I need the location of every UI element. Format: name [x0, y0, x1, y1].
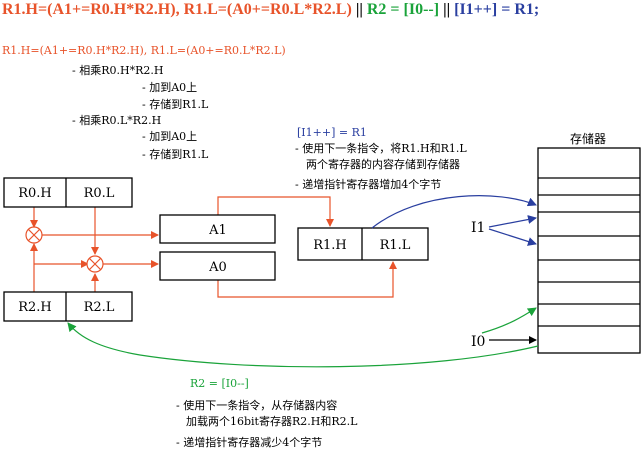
mac-header: R1.H=(A1+=R0.H*R2.H), R1.L=(A0+=R0.L*R2.…: [2, 44, 286, 57]
memory-label: 存储器: [570, 131, 606, 146]
title-load-part: R2 = [I0--]: [366, 1, 440, 18]
wire-a1-to-r1h: [217, 196, 334, 227]
load-note-line: - 递增指针寄存器减少4个字节: [176, 436, 323, 449]
register-r0h-label: R0.H: [18, 186, 52, 201]
memory-block: [537, 147, 641, 354]
mac-step-add: - 加到A0上: [142, 130, 198, 143]
title-separator: ||: [351, 1, 367, 18]
multiplier-2: [86, 255, 104, 273]
multiplier-1: [25, 226, 43, 244]
register-r1h-label: R1.H: [313, 238, 347, 253]
pointer-i0-label: I0: [471, 334, 485, 350]
arrow-i1-to-memory: [488, 215, 537, 228]
arrow-i1-to-memory: [488, 228, 537, 246]
mac-step-store: - 存储到R1.L: [142, 148, 209, 161]
store-note-header: [I1++] = R1: [297, 126, 367, 139]
arrow-memory-to-r2: [67, 322, 539, 368]
load-note-line: 加载两个16bit寄存器R2.H和R2.L: [186, 415, 358, 428]
arrow-memory-to-i0: [481, 307, 537, 334]
pointer-i1-label: I1: [471, 220, 485, 236]
register-r0l-label: R0.L: [84, 186, 115, 201]
register-r0: [3, 177, 133, 208]
mac-step-store: - 存储到R1.L: [142, 98, 209, 111]
mac-step-multiply-high: - 相乘R0.H*R2.H: [72, 64, 164, 77]
page-title: R1.H=(A1+=R0.H*R2.H), R1.L=(A0+=R0.L*R2.…: [2, 1, 539, 19]
title-mac-part: R1.H=(A1+=R0.H*R2.H), R1.L=(A0+=R0.L*R2.…: [2, 1, 352, 18]
store-note-line: - 使用下一条指令，将R1.H和R1.L: [295, 142, 467, 155]
mac-step-add: - 加到A0上: [142, 81, 198, 94]
title-store-part: [I1++] = R1;: [454, 1, 540, 18]
register-r2: [3, 291, 133, 322]
accumulator-a1: [159, 214, 276, 244]
accumulator-a0: [159, 251, 276, 281]
register-r2h-label: R2.H: [18, 300, 52, 315]
load-note-line: - 使用下一条指令，从存储器内容: [176, 399, 338, 412]
wire-a0-to-r1l: [217, 261, 397, 298]
register-r1l-label: R1.L: [380, 238, 411, 253]
title-separator: ||: [439, 1, 455, 18]
mac-step-multiply-low: - 相乘R0.L*R2.H: [72, 114, 162, 127]
store-note-line: - 递增指针寄存器增加4个字节: [295, 178, 442, 191]
register-r1: [297, 227, 429, 261]
load-note-header: R2 = [I0--]: [190, 377, 249, 390]
accumulator-a0-label: A0: [208, 260, 227, 275]
store-note-line: 两个寄存器的内容存储到存储器: [306, 158, 460, 171]
arrow-r1-to-memory: [371, 195, 537, 229]
register-r2l-label: R2.L: [84, 300, 115, 315]
accumulator-a1-label: A1: [208, 223, 227, 238]
